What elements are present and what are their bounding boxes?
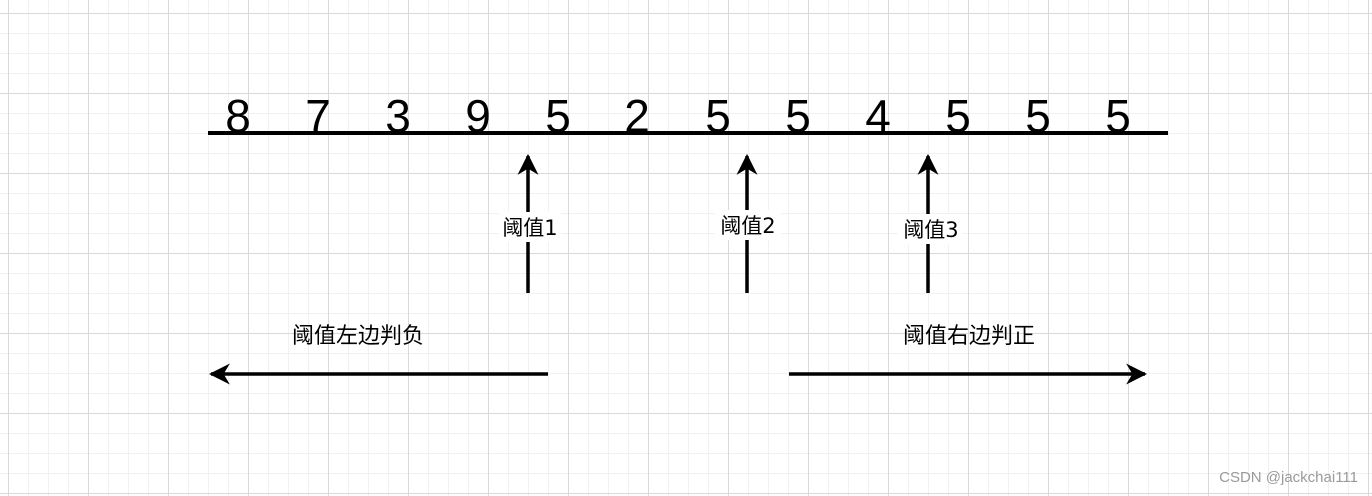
left-direction: 阈值左边判负 (208, 324, 548, 385)
threshold-2-label: 阈值2 (720, 214, 775, 238)
threshold-2: 阈值2 (715, 153, 781, 293)
watermark: CSDN @jackchai111 (1219, 469, 1358, 486)
threshold-3-label: 阈值3 (903, 218, 958, 242)
number-9: 4 (865, 90, 891, 142)
threshold-2-label-bg (715, 210, 781, 240)
number-sequence: 8 7 3 9 5 2 5 5 4 5 5 5 (225, 90, 1131, 142)
number-2: 7 (305, 90, 331, 142)
number-11: 5 (1025, 90, 1051, 142)
left-direction-label: 阈值左边判负 (292, 324, 424, 349)
number-4: 9 (465, 90, 491, 142)
number-3: 3 (385, 90, 411, 142)
threshold-3: 阈值3 (898, 153, 962, 293)
number-5: 5 (545, 90, 571, 142)
number-1: 8 (225, 90, 251, 142)
right-direction: 阈值右边判正 (789, 324, 1148, 385)
threshold-1-label-bg (499, 212, 561, 242)
number-10: 5 (945, 90, 971, 142)
threshold-3-label-bg (898, 214, 962, 244)
number-7: 5 (705, 90, 731, 142)
number-12: 5 (1105, 90, 1131, 142)
threshold-1-label: 阈值1 (502, 216, 557, 240)
number-6: 2 (624, 90, 650, 142)
right-direction-label: 阈值右边判正 (903, 324, 1035, 349)
threshold-1: 阈值1 (499, 153, 561, 293)
number-8: 5 (785, 90, 811, 142)
